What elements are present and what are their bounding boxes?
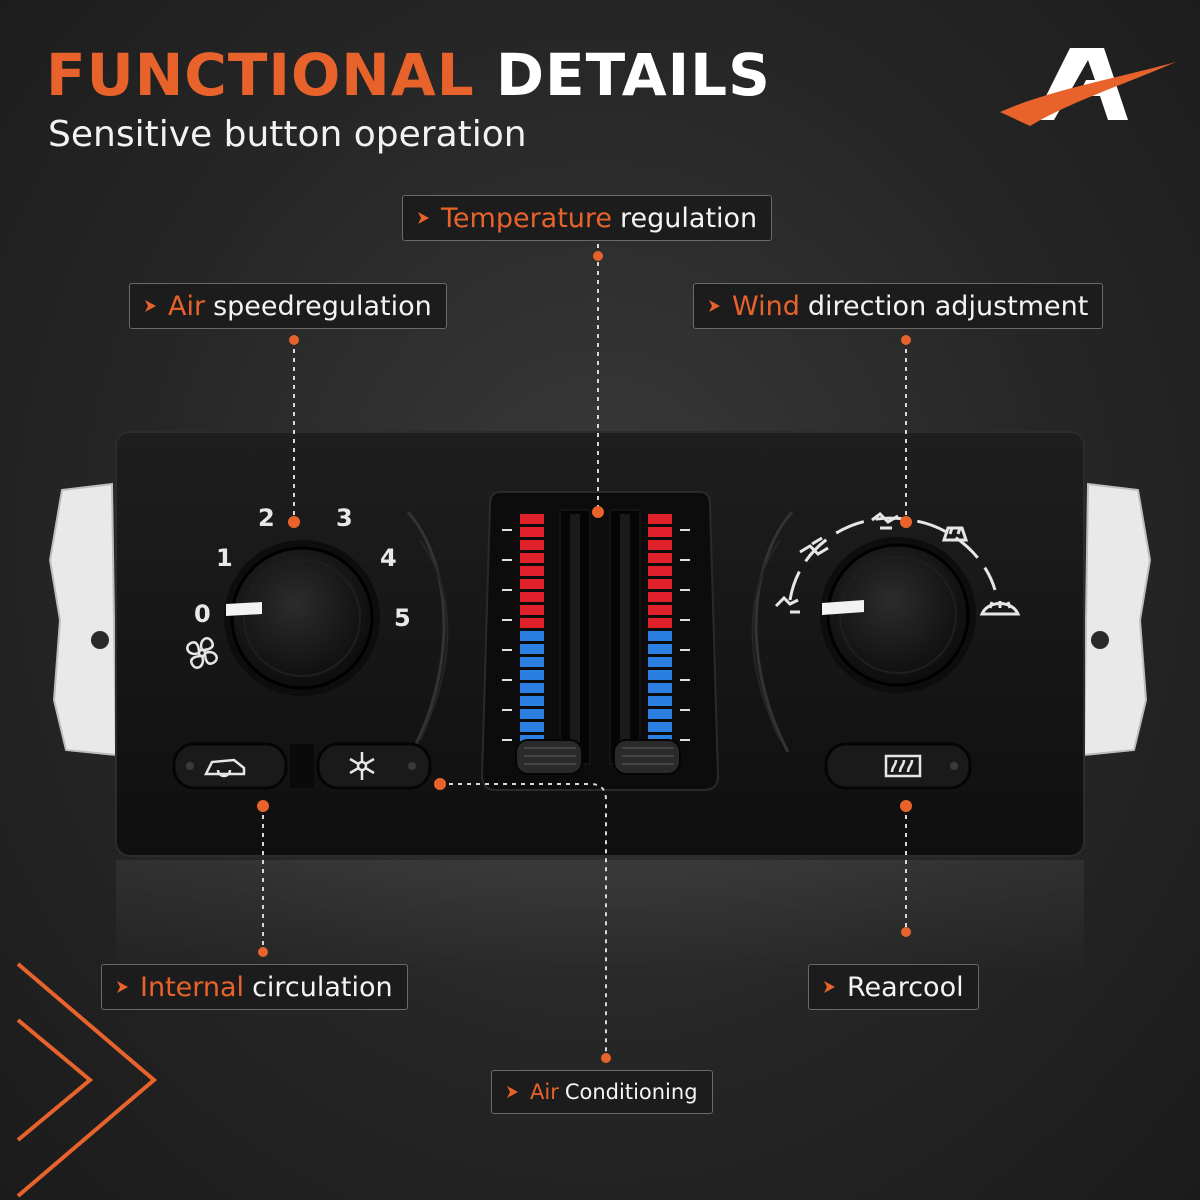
- temp-segment: [520, 605, 544, 615]
- fan-tick-0: 0: [194, 600, 211, 628]
- play-arrow-icon: [824, 981, 835, 993]
- floor-defrost-icon: [941, 526, 969, 542]
- recirculation-car-icon: [203, 758, 246, 778]
- fan-speed-knob[interactable]: [224, 540, 380, 696]
- right-bracket: [1082, 482, 1152, 757]
- title-accent: FUNCTIONAL: [46, 41, 475, 109]
- temp-segment: [520, 670, 544, 680]
- bi-level-icon: [799, 536, 829, 556]
- temp-segment: [648, 709, 672, 719]
- label-air-conditioning: Air Conditioning: [491, 1070, 713, 1114]
- mode-knob[interactable]: [820, 537, 976, 693]
- temp-segment: [520, 696, 544, 706]
- defrost-icon: [979, 601, 1021, 616]
- vent-face-icon: [774, 595, 800, 614]
- temp-segment: [648, 540, 672, 550]
- play-arrow-icon: [145, 300, 156, 312]
- rear-defrost-button[interactable]: [824, 742, 972, 790]
- play-arrow-icon: [709, 300, 720, 312]
- fan-icon: [186, 637, 218, 669]
- label-air-speed-regulation: Air speedregulation: [129, 283, 447, 329]
- temp-segment: [520, 553, 544, 563]
- temp-segment: [520, 657, 544, 667]
- label-internal-circulation: Internal circulation: [101, 964, 408, 1010]
- temp-segment: [648, 566, 672, 576]
- right-slider-handle[interactable]: [613, 739, 681, 775]
- temp-segment: [520, 722, 544, 732]
- snowflake-icon: [349, 752, 375, 780]
- temp-segment: [648, 683, 672, 693]
- fan-tick-5: 5: [394, 604, 411, 632]
- fan-tick-3: 3: [336, 504, 353, 532]
- title-rest: DETAILS: [495, 41, 771, 109]
- recirculation-button[interactable]: [172, 742, 288, 790]
- fan-tick-2: 2: [258, 504, 275, 532]
- left-bracket: [48, 482, 118, 757]
- temp-segment: [520, 683, 544, 693]
- temp-segment: [648, 670, 672, 680]
- temp-segment: [520, 618, 544, 628]
- label-rearcool: Rearcool: [808, 964, 979, 1010]
- temp-segment: [648, 592, 672, 602]
- fan-speed-scale: 0 1 2 3 4 5: [194, 504, 411, 632]
- brand-logo: [1000, 48, 1176, 126]
- play-arrow-icon: [418, 212, 429, 224]
- temp-segment: [648, 722, 672, 732]
- temp-segment: [520, 579, 544, 589]
- temp-segment: [648, 605, 672, 615]
- temp-segment: [520, 644, 544, 654]
- ac-button[interactable]: [316, 742, 432, 790]
- play-arrow-icon: [507, 1086, 518, 1098]
- temp-segment: [520, 540, 544, 550]
- temp-segment: [520, 514, 544, 524]
- page-title: FUNCTIONAL DETAILS: [46, 46, 771, 104]
- floor-icon: [871, 512, 899, 530]
- temp-segment: [520, 566, 544, 576]
- temp-segment: [520, 527, 544, 537]
- temp-segment: [520, 631, 544, 641]
- temp-segment: [648, 527, 672, 537]
- temp-segment: [648, 579, 672, 589]
- fan-tick-1: 1: [216, 544, 233, 572]
- rear-defrost-icon: [884, 754, 922, 778]
- temp-segment: [520, 592, 544, 602]
- label-wind-direction-adjustment: Wind direction adjustment: [693, 283, 1104, 329]
- temp-segment: [648, 696, 672, 706]
- left-slider-handle[interactable]: [515, 739, 583, 775]
- temp-segment: [648, 514, 672, 524]
- label-temperature-regulation: Temperature regulation: [402, 195, 773, 241]
- temp-segment: [648, 553, 672, 563]
- page-subtitle: Sensitive button operation: [48, 114, 527, 155]
- temp-segment: [520, 709, 544, 719]
- temp-segment: [648, 657, 672, 667]
- temp-segment: [648, 644, 672, 654]
- fan-tick-4: 4: [380, 544, 397, 572]
- chevron-decoration-icon: [16, 962, 158, 1198]
- temp-segment: [648, 631, 672, 641]
- play-arrow-icon: [117, 981, 128, 993]
- temp-segment: [648, 618, 672, 628]
